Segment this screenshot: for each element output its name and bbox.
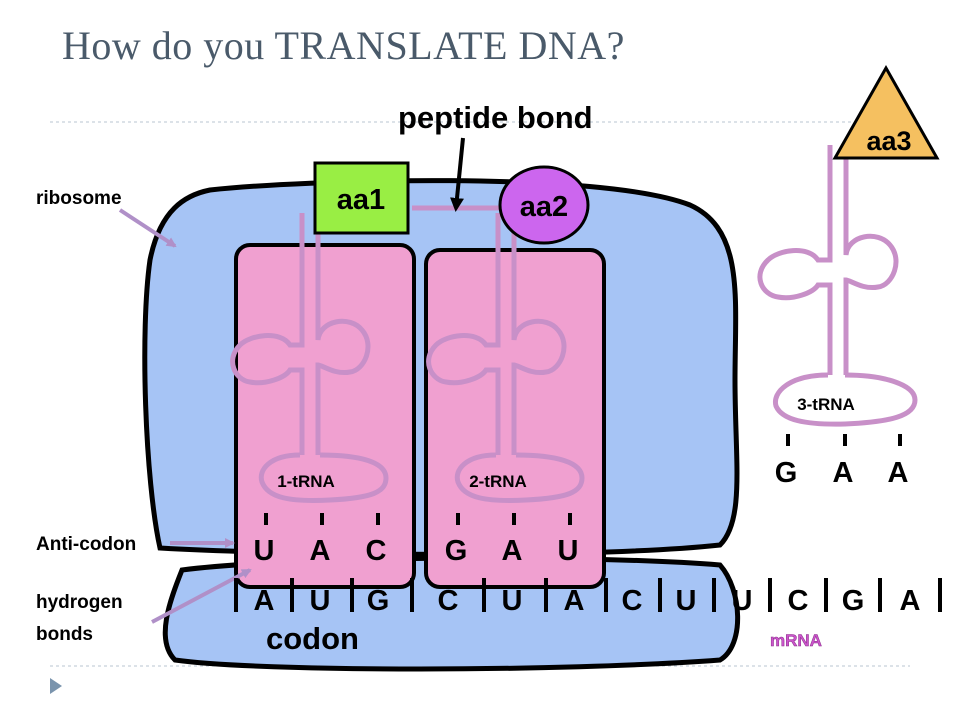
mrna-base: U bbox=[502, 585, 523, 617]
trna-2-base-3: U bbox=[558, 535, 579, 567]
hydrogen-label-line2: bonds bbox=[36, 624, 93, 645]
trna-1-base-3: C bbox=[366, 535, 387, 567]
trna-1-base-2: A bbox=[310, 535, 331, 567]
aa2-circle bbox=[498, 165, 590, 245]
trna-3-base-3: A bbox=[888, 457, 909, 489]
aa1-box bbox=[313, 161, 410, 235]
aa3-triangle bbox=[832, 64, 940, 160]
trna-2-base-1: G bbox=[445, 535, 468, 567]
trna-1-bond-ticks bbox=[264, 513, 380, 525]
codon-label: codon bbox=[266, 621, 359, 656]
trna-1-label: 1-tRNA bbox=[277, 472, 335, 491]
mrna-separators bbox=[234, 578, 942, 612]
mrna-base: C bbox=[622, 585, 643, 617]
aa3-label: aa3 bbox=[866, 126, 911, 156]
peptide-bond-arrow bbox=[450, 137, 465, 212]
mrna-base: G bbox=[367, 585, 390, 617]
mrna-base: A bbox=[564, 585, 585, 617]
trna-3-label: 3-tRNA bbox=[797, 395, 855, 414]
trna-3-base-1: G bbox=[775, 457, 798, 489]
trna-2-label: 2-tRNA bbox=[469, 472, 527, 491]
hydrogen-label-line1: hydrogen bbox=[36, 592, 123, 613]
mrna-base: A bbox=[900, 585, 921, 617]
mrna-base: U bbox=[310, 585, 331, 617]
anticodon-label: Anti-codon bbox=[36, 534, 136, 555]
aa2-label: aa2 bbox=[520, 191, 568, 223]
trna-2-bond-ticks bbox=[456, 513, 572, 525]
trna-3-bond-ticks bbox=[786, 434, 902, 446]
aa1-label: aa1 bbox=[337, 184, 385, 216]
ribosome-arrow bbox=[118, 208, 177, 248]
trna-1-cloverleaf bbox=[230, 213, 389, 503]
mrna-base: U bbox=[732, 585, 753, 617]
ribosome-label: ribosome bbox=[36, 188, 122, 209]
hydrogen-bonds-arrow bbox=[151, 568, 252, 624]
bullet-icon bbox=[50, 678, 62, 694]
trna-2-cloverleaf bbox=[426, 213, 585, 503]
mrna-base: C bbox=[788, 585, 809, 617]
mrna-base: G bbox=[842, 585, 865, 617]
peptide-bond-label: peptide bond bbox=[398, 100, 593, 135]
slide-title: How do you TRANSLATE DNA? bbox=[62, 23, 625, 68]
mrna-base: A bbox=[254, 585, 275, 617]
trna-1-base-1: U bbox=[254, 535, 275, 567]
trna-3-base-2: A bbox=[833, 457, 854, 489]
mrna-base: U bbox=[676, 585, 697, 617]
trna-2-base-2: A bbox=[502, 535, 523, 567]
mrna-label: mRNA bbox=[770, 631, 822, 650]
trna-1-box bbox=[234, 243, 416, 589]
mrna-base: C bbox=[438, 585, 459, 617]
trna-3-cloverleaf bbox=[757, 145, 918, 427]
